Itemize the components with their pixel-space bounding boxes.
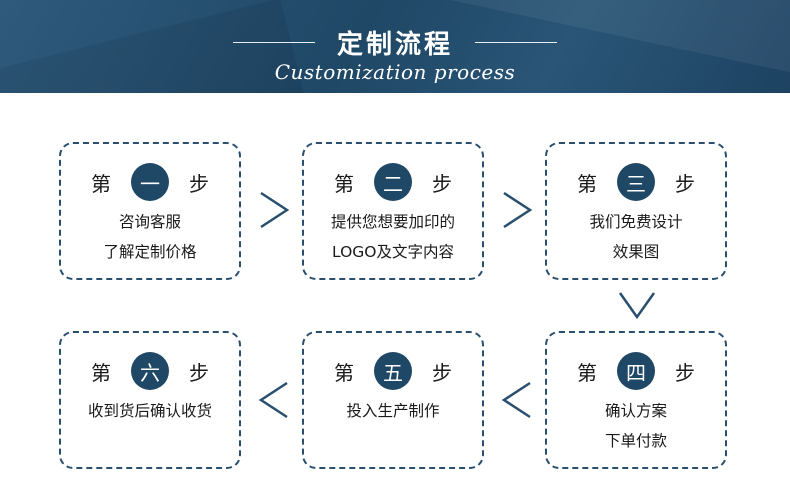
title-divider-right [475,41,557,43]
step-number-badge: 五 [374,352,412,390]
step-suffix: 步 [675,171,695,196]
step-prefix: 第 [577,171,597,196]
step-suffix: 步 [675,360,695,385]
step-number-badge: 六 [131,352,169,390]
step-heading: 第 一 步 [61,163,239,201]
step-description-line: LOGO及文字内容 [332,243,454,261]
step-suffix: 步 [189,360,209,385]
step-number-badge: 三 [617,163,655,201]
step-prefix: 第 [91,360,111,385]
step-heading: 第 六 步 [61,352,239,390]
arrow-right-icon [501,190,533,230]
step-card-4: 第 四 步 确认方案 下单付款 [545,331,727,469]
step-description-line: 我们免费设计 [589,213,683,231]
step-description-line: 确认方案 [604,402,667,420]
step-number-badge: 四 [617,352,655,390]
step-card-1: 第 一 步 咨询客服 了解定制价格 [59,142,241,280]
step-prefix: 第 [334,171,354,196]
arrow-left-icon [258,380,290,420]
step-suffix: 步 [432,360,452,385]
step-description-line: 下单付款 [604,432,667,450]
step-card-3: 第 三 步 我们免费设计 效果图 [545,142,727,280]
page-subtitle: Customization process [274,60,516,84]
step-card-2: 第 二 步 提供您想要加印的 LOGO及文字内容 [302,142,484,280]
step-prefix: 第 [577,360,597,385]
header-banner: 定制流程 Customization process [0,0,790,93]
arrow-down-icon [617,290,657,320]
page-title: 定制流程 [336,29,453,60]
title-row: 定制流程 [0,22,790,62]
arrow-right-icon [258,190,290,230]
step-description-line: 投入生产制作 [346,402,440,420]
step-prefix: 第 [334,360,354,385]
step-description-line: 了解定制价格 [103,243,197,261]
step-heading: 第 二 步 [304,163,482,201]
step-suffix: 步 [432,171,452,196]
step-description-line: 效果图 [612,243,660,261]
step-description-line: 咨询客服 [118,213,181,231]
step-card-5: 第 五 步 投入生产制作 [302,331,484,469]
step-description-line: 收到货后确认收货 [87,402,212,420]
step-suffix: 步 [189,171,209,196]
step-heading: 第 四 步 [547,352,725,390]
step-description-line: 提供您想要加印的 [330,213,455,231]
title-divider-left [232,41,315,43]
step-heading: 第 三 步 [547,163,725,201]
step-number-badge: 二 [374,163,412,201]
step-heading: 第 五 步 [304,352,482,390]
step-prefix: 第 [91,171,111,196]
step-card-6: 第 六 步 收到货后确认收货 [59,331,241,469]
step-number-badge: 一 [131,163,169,201]
arrow-left-icon [501,380,533,420]
